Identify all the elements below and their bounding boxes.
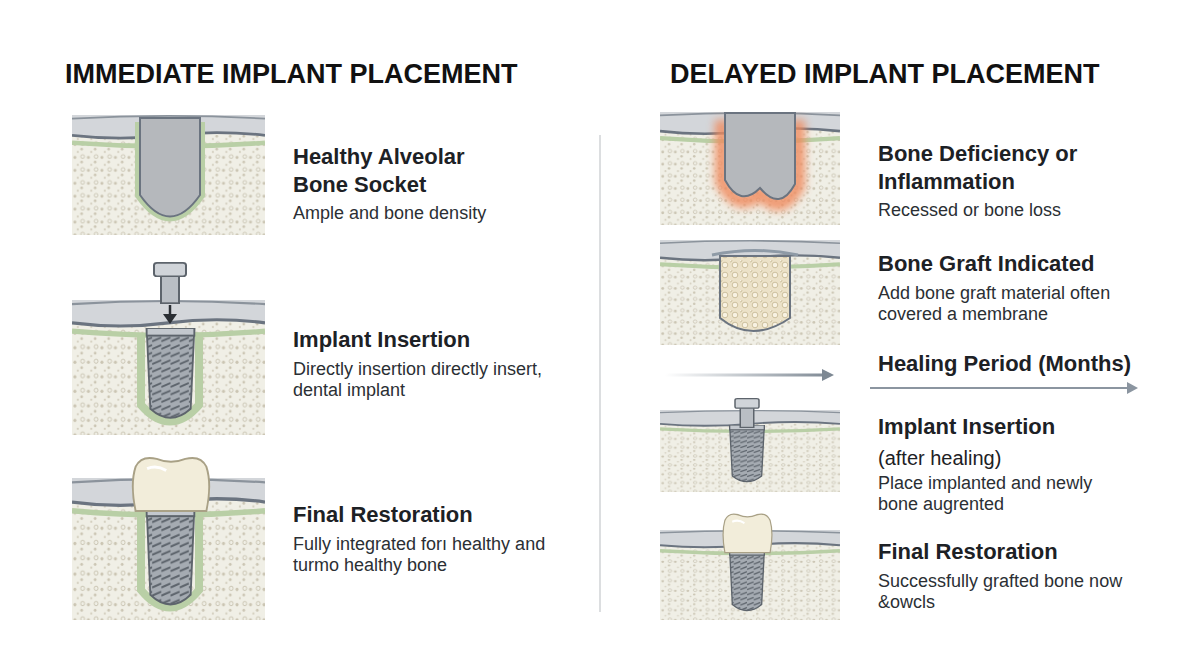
step-heading: Bone Graft Indicated [878,250,1178,278]
step-description: Successfully grafted bone now &owcls [878,571,1128,615]
dental-implant [147,328,195,418]
healing-arrow [870,387,1130,389]
dental-implant [730,550,765,610]
step-heading: Healing Period (Months) [878,350,1178,378]
bone-section [660,240,840,345]
dental-implant [147,508,195,604]
healing-arrowhead [1127,382,1138,394]
step-description: Place implanted and newly bone augrented [878,473,1128,517]
step-description: Add bone graft material often covered a … [878,283,1128,327]
step-description: Fully integrated forı healthy and turmo … [293,534,583,578]
bone-section [72,300,265,435]
step-description: Recessed or bone loss [878,200,1178,222]
step-description: Ample and bone density [293,203,583,225]
step-heading: Bone Deficiency or Inflammation [878,140,1118,195]
tooth-socket [140,118,200,217]
bone-section [72,115,265,235]
step-description: Directly insertion directly insert, dent… [293,359,553,403]
insert-arrowhead [163,314,177,324]
healing-arrowhead [822,369,834,381]
abutment [735,399,759,428]
step-subheading: (after healing) [878,446,1178,470]
healing-arrow [665,374,826,377]
bone-section [660,112,840,225]
column-title: IMMEDIATE IMPLANT PLACEMENT [65,58,595,90]
crown [133,458,209,511]
membrane [712,251,798,256]
crown [723,514,772,553]
tooth-socket [725,113,795,199]
dental-implant [730,425,765,482]
bone-graft [720,256,790,331]
column-title: DELAYED IMPLANT PLACEMENT [670,58,1190,90]
step-heading: Final Restoration [878,538,1178,566]
step-heading: Healthy Alveolar Bone Socket [293,143,508,198]
abutment [154,263,186,303]
step-heading: Implant Insertion [878,413,1178,441]
step-heading: Implant Insertion [293,326,583,354]
column-divider [599,135,601,612]
step-heading: Final Restoration [293,501,583,529]
